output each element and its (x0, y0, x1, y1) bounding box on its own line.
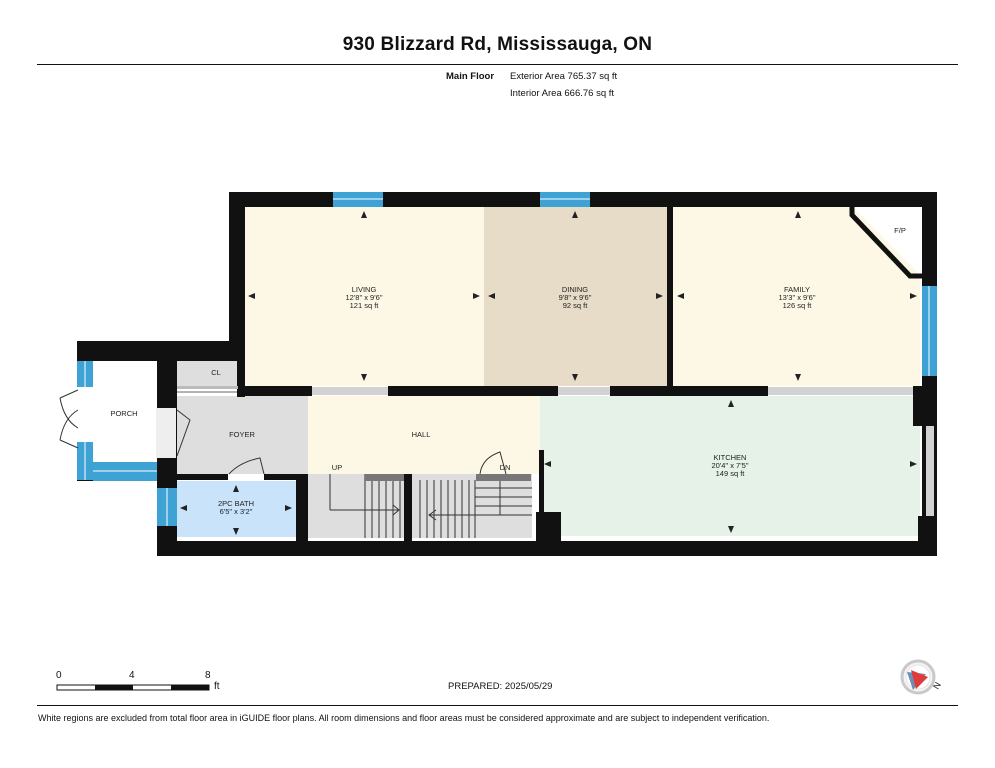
dining-area: 92 sq ft (563, 301, 589, 310)
window-mullions (84, 198, 930, 526)
doors (59, 389, 507, 475)
stairs-down-label: DN (500, 463, 511, 472)
scale-tick-0: 0 (56, 670, 62, 681)
fireplace (852, 206, 920, 275)
page-title: 930 Blizzard Rd, Mississauga, ON (342, 34, 653, 55)
dimension-markers (180, 211, 917, 535)
scale-tick-8: 8 (205, 670, 211, 681)
closet-wall (177, 386, 238, 389)
scale-bar (56, 684, 210, 691)
living-room (244, 206, 484, 386)
floor-label: Main Floor (446, 71, 495, 82)
kitchen-dims: 20'4" x 7'5" (712, 461, 749, 470)
kitchen-name: KITCHEN (714, 453, 747, 462)
kitchen-area: 149 sq ft (716, 469, 746, 478)
family-room (673, 206, 920, 386)
opening-family-kitchen (768, 387, 913, 395)
bath-name: 2PC BATH (218, 499, 254, 508)
porch-door (156, 408, 176, 458)
foyer-label: FOYER (229, 430, 255, 439)
foyer (176, 396, 308, 474)
dining-room (484, 206, 667, 386)
fireplace-wall (849, 207, 922, 279)
interior-area: Interior Area 666.76 sq ft (510, 88, 615, 99)
dining-name: DINING (562, 285, 588, 294)
living-name: LIVING (352, 285, 377, 294)
stair-landing (365, 474, 405, 481)
exterior-area: Exterior Area 765.37 sq ft (510, 71, 618, 82)
dining-dims: 9'8" x 9'6" (559, 293, 592, 302)
family-area: 126 sq ft (783, 301, 813, 310)
hall (308, 396, 540, 474)
porch-label: PORCH (110, 409, 137, 418)
kitchen (540, 396, 920, 536)
living-dims: 12'8" x 9'6" (346, 293, 383, 302)
stairs-up (329, 474, 401, 538)
footer-divider (37, 705, 958, 706)
disclaimer: White regions are excluded from total fl… (38, 713, 770, 723)
stairs-up-area (308, 474, 404, 538)
stairs-down (419, 474, 532, 538)
bath-dims: 6'5" x 3'2" (220, 507, 253, 516)
living-area: 121 sq ft (350, 301, 380, 310)
scale-tick-4: 4 (129, 670, 135, 681)
closet-label: CL (211, 368, 221, 377)
opening-living-hall (312, 387, 388, 395)
compass-icon: N (900, 659, 943, 695)
closet (176, 356, 237, 389)
stairs-up-label: UP (332, 463, 342, 472)
porch (92, 360, 156, 464)
prepared-date: PREPARED: 2025/05/29 (448, 681, 553, 692)
opening-dining-kitchen (558, 387, 610, 395)
compass-label: N (931, 680, 943, 691)
stair-landing-dn (476, 474, 531, 481)
header-divider (37, 64, 958, 65)
kitchen-door (926, 426, 934, 516)
hall-label: HALL (412, 430, 431, 439)
family-dims: 13'3" x 9'6" (779, 293, 816, 302)
scale-unit: ft (214, 681, 220, 692)
family-name: FAMILY (784, 285, 810, 294)
fireplace-label: F/P (894, 226, 906, 235)
